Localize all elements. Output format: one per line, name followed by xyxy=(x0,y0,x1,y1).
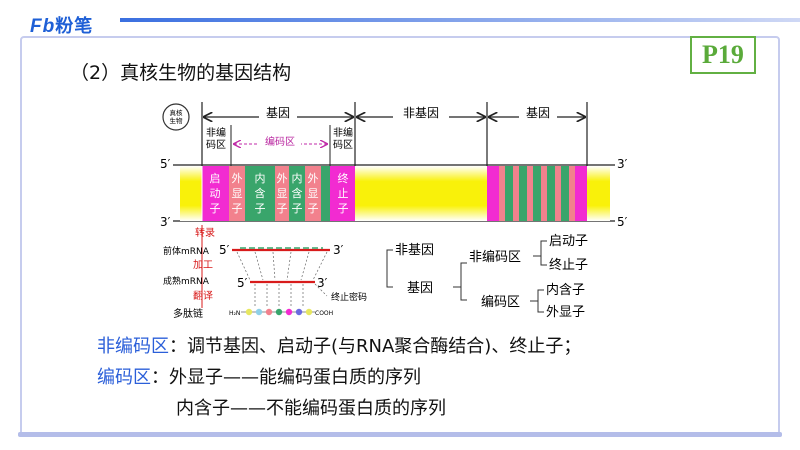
gene-label-right: 基因 xyxy=(526,106,550,120)
svg-text:3′: 3′ xyxy=(333,243,344,257)
organism-label-1: 真核 xyxy=(170,108,184,117)
mature-mrna-label: 成熟mRNA xyxy=(163,275,210,287)
svg-text:子: 子 xyxy=(210,202,221,215)
svg-text:含: 含 xyxy=(292,186,303,200)
tree-coding: 编码区 xyxy=(481,295,520,310)
polypeptide-label: 多肽链 xyxy=(173,307,203,320)
svg-text:子: 子 xyxy=(255,202,266,215)
note-line-3: 内含子——不能编码蛋白质的序列 xyxy=(176,398,446,419)
promoter-segment xyxy=(202,166,229,221)
organism-circle xyxy=(162,103,190,131)
svg-text:启: 启 xyxy=(210,172,221,185)
slide-title: （2）真核生物的基因结构 xyxy=(70,62,292,84)
intron-segment-1 xyxy=(245,166,275,221)
intron-segment-2 xyxy=(289,166,305,221)
top-accent-bar xyxy=(120,18,800,22)
svg-text:子: 子 xyxy=(338,202,349,215)
svg-text:显: 显 xyxy=(308,187,319,200)
note-line-1: 非编码区：调节基因、启动子(与RNA聚合酶结合)、终止子； xyxy=(97,332,581,358)
page-badge: P19 xyxy=(690,36,756,74)
svg-text:显: 显 xyxy=(277,187,288,200)
noncoding-right-2: 码区 xyxy=(333,139,353,151)
right-terminator-segment xyxy=(575,166,587,221)
svg-text:止: 止 xyxy=(338,187,349,200)
organism-label-2: 生物 xyxy=(170,116,184,125)
svg-text:外: 外 xyxy=(308,172,319,185)
svg-text:外: 外 xyxy=(232,172,243,185)
svg-text:显: 显 xyxy=(232,187,243,200)
tree-exon: 外显子 xyxy=(546,305,585,320)
svg-text:子: 子 xyxy=(308,202,319,215)
brand-logo-mark: Fb xyxy=(30,16,56,37)
pre-mrna-label: 前体mRNA xyxy=(163,245,210,257)
non-gene-label: 非基因 xyxy=(403,106,439,120)
coding-region-label: 编码区 xyxy=(265,135,295,148)
svg-text:子: 子 xyxy=(277,202,288,215)
noncoding-right-1: 非编 xyxy=(333,126,353,139)
svg-text:5′: 5′ xyxy=(219,243,230,257)
noncoding-left-2: 码区 xyxy=(206,139,226,151)
three-prime-top: 3′ xyxy=(617,157,628,171)
note-line-2-label: 编码区 xyxy=(97,367,151,388)
terminator-segment xyxy=(330,166,355,221)
note-line-1-text: ：调节基因、启动子(与RNA聚合酶结合)、终止子； xyxy=(169,336,582,357)
three-prime-bottom: 3′ xyxy=(160,215,171,229)
right-promoter-segment xyxy=(487,166,499,221)
svg-text:内: 内 xyxy=(255,171,266,185)
tree-gene: 基因 xyxy=(407,281,433,296)
frame-bottom-bar xyxy=(18,432,782,437)
exon-segment-2 xyxy=(275,166,289,221)
tree-promoter: 启动子 xyxy=(549,234,588,249)
processing-label: 加工 xyxy=(193,259,213,271)
amino-end: H₂N xyxy=(229,310,240,317)
brand-logo: Fb粉笔 xyxy=(30,12,93,38)
five-prime-top: 5′ xyxy=(160,157,171,171)
exon-segment-3 xyxy=(305,166,321,221)
gene-structure-diagram: 真核 生物 基因 非基因 基因 非编 码区 非编 码区 编码区 5′ 3′ 3′… xyxy=(160,102,628,320)
tree-intron: 内含子 xyxy=(546,282,585,298)
brand-logo-text: 粉笔 xyxy=(55,16,94,36)
svg-text:外: 外 xyxy=(277,172,288,185)
noncoding-left-1: 非编 xyxy=(206,126,226,139)
transcription-label: 转录 xyxy=(195,226,215,239)
intron-segment-3 xyxy=(321,166,330,221)
svg-text:5′: 5′ xyxy=(237,276,248,290)
tree-nongene: 非基因 xyxy=(395,243,434,258)
gene-label: 基因 xyxy=(266,106,290,120)
exon-segment-1 xyxy=(229,166,245,221)
svg-text:3′: 3′ xyxy=(317,276,328,290)
tree-noncoding: 非编码区 xyxy=(469,250,521,265)
svg-text:终: 终 xyxy=(338,171,349,185)
svg-text:动: 动 xyxy=(210,187,221,200)
tree-terminator: 终止子 xyxy=(549,257,588,273)
note-line-2: 编码区：外显子——能编码蛋白质的序列 xyxy=(97,363,421,389)
svg-text:内: 内 xyxy=(292,171,303,185)
stop-codon-label: 终止密码 xyxy=(331,291,367,303)
svg-text:子: 子 xyxy=(292,202,303,215)
note-line-1-label: 非编码区 xyxy=(97,336,169,357)
note-line-2-text: ：外显子——能编码蛋白质的序列 xyxy=(151,367,421,388)
carboxyl-end: COOH xyxy=(315,310,333,317)
translation-label: 翻译 xyxy=(193,290,213,302)
svg-text:子: 子 xyxy=(232,202,243,215)
svg-text:含: 含 xyxy=(255,186,266,200)
five-prime-bottom: 5′ xyxy=(617,215,628,229)
